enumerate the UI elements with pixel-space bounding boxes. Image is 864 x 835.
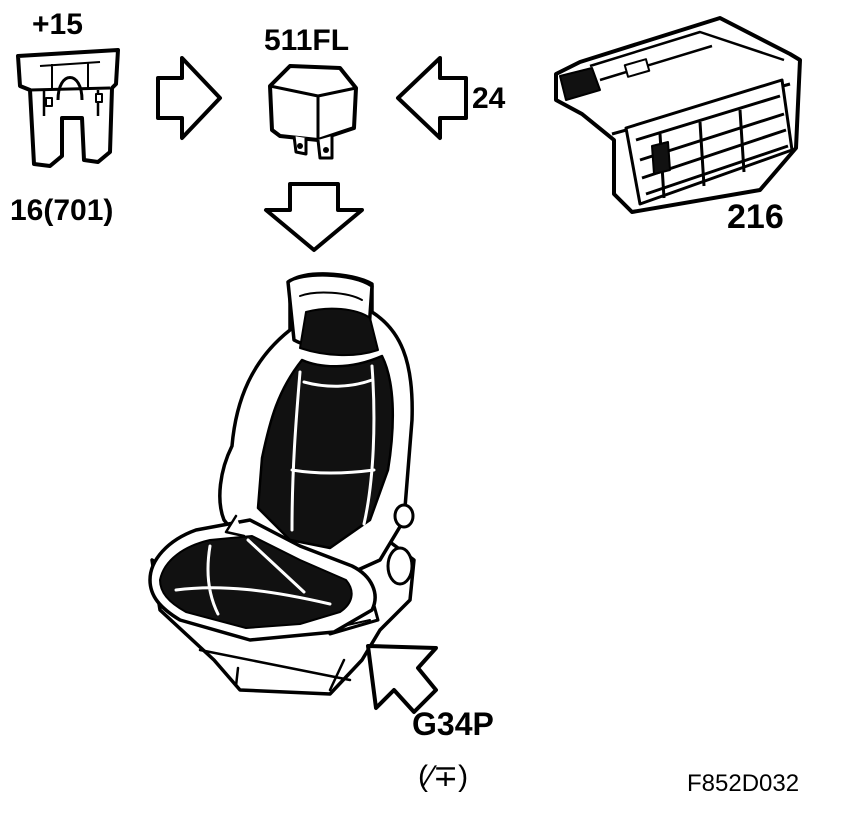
fuse-number-label: 16(701) [10,194,114,227]
control-module-icon [554,16,802,214]
fuse-supply-label: +15 [32,8,83,41]
arrow-down-icon [264,182,364,252]
arrow-diagonal-icon [366,644,438,714]
heated-seat-icon [148,272,416,696]
figure-id-label: F852D032 [687,770,800,797]
relay-icon [268,64,358,160]
arrow-right-icon [156,56,222,140]
relay-code-label: 511FL [264,24,350,57]
arrow-left-icon [396,56,468,140]
fuse-icon [16,48,120,168]
module-number-label: 216 [727,198,784,236]
wire-number-label: 24 [472,82,506,115]
ground-symbol-label: (∕∓) [418,760,469,793]
ground-point-label: G34P [412,706,494,742]
